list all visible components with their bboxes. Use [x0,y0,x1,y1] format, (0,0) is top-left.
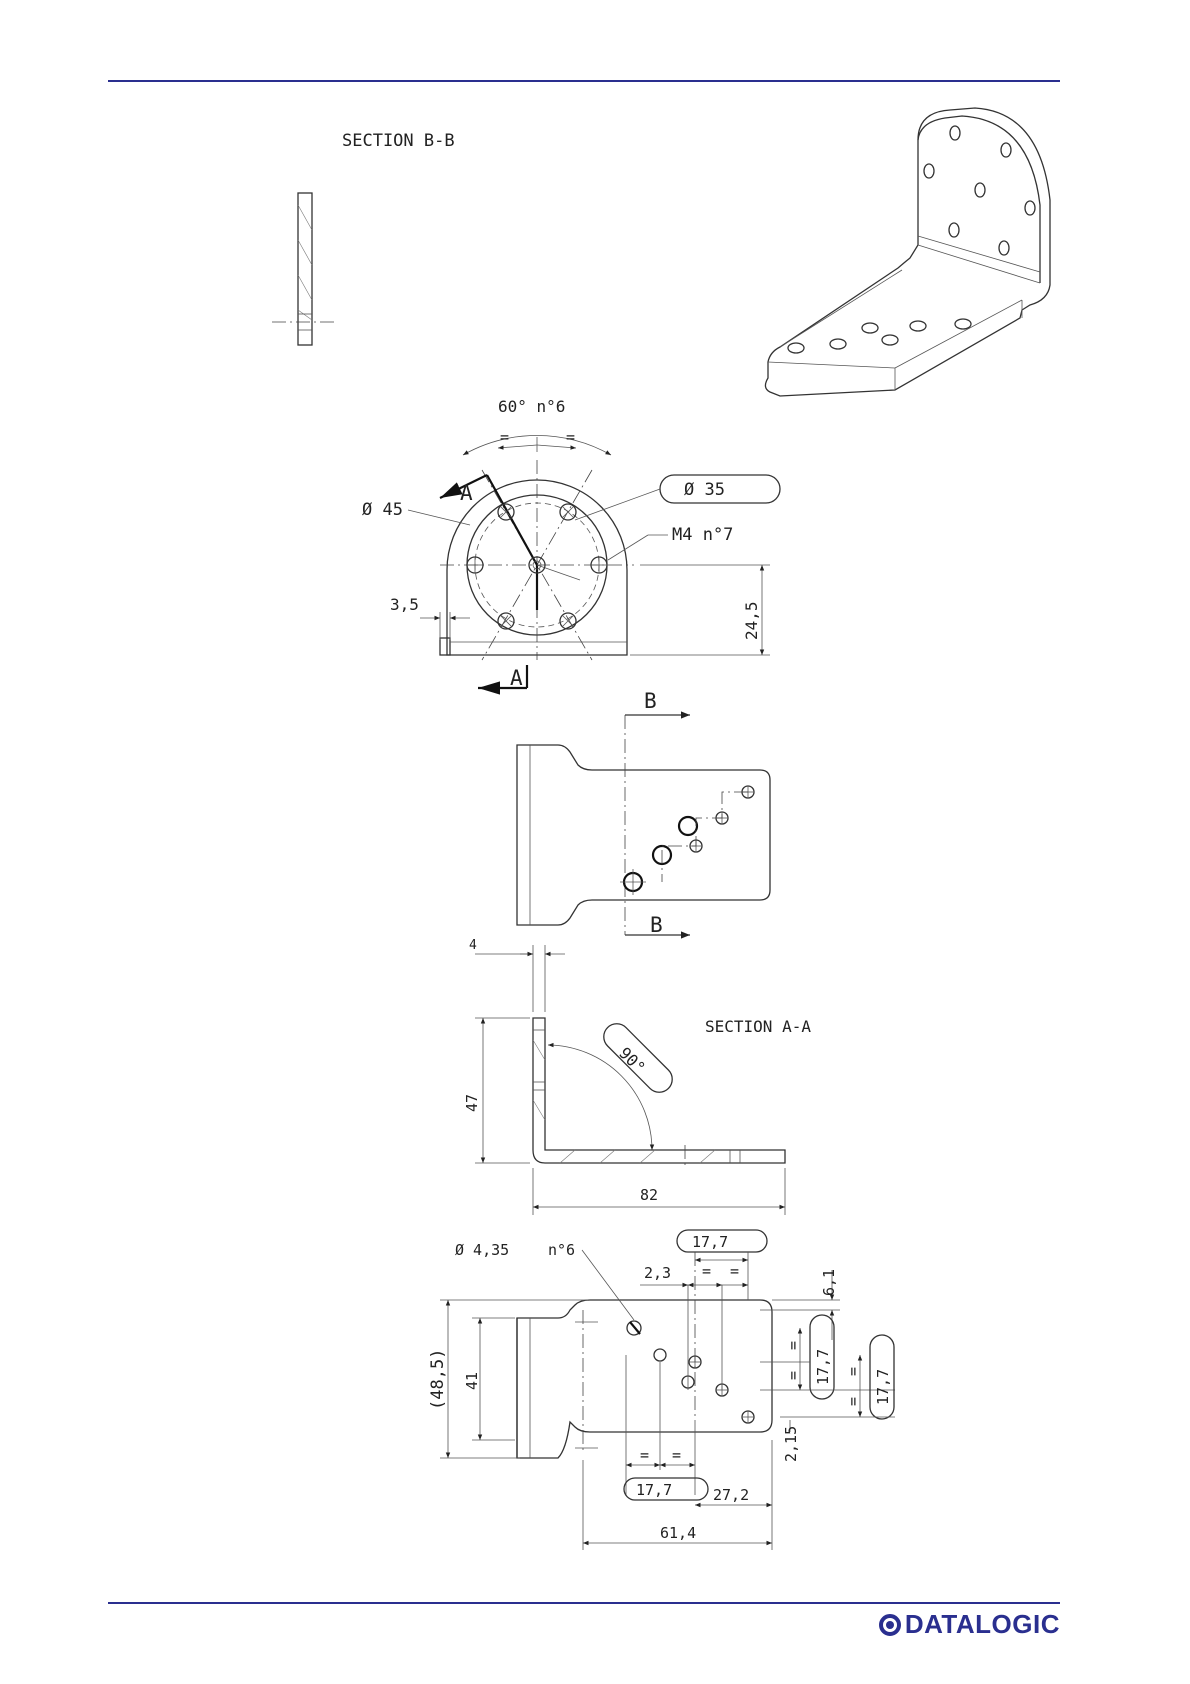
dim-48-5-label: (48,5) [428,1349,448,1410]
cut-b-bottom-label: B [650,913,663,937]
count-6-label: n°6 [548,1241,575,1259]
section-bb-view: SECTION B-B [272,131,455,345]
top-view: B B [517,689,770,937]
dim-17-7-top-label: 17,7 [692,1233,728,1251]
dim-47-label: 47 [463,1094,481,1112]
equal-mark-right-3: = [844,1367,862,1376]
front-view: 60° n°6 = = Ø 35 Ø 45 M4 n°7 A A 3,5 24,… [362,397,780,690]
dim-4-label: 4 [469,938,477,953]
logo-mark-icon [879,1614,901,1636]
section-aa-view: SECTION A-A 90° 4 47 82 [463,938,811,1215]
section-bb-title: SECTION B-B [342,131,455,151]
equal-mark-right-4: = [844,1397,862,1406]
logo-text: DATALOGIC [905,1609,1060,1640]
dia-35-label: Ø 35 [684,480,725,500]
dia-45-label: Ø 45 [362,500,403,520]
equal-mark-right-1: = [784,1341,802,1350]
dim-61-4-label: 61,4 [660,1524,696,1542]
section-aa-title: SECTION A-A [705,1017,811,1036]
dim-41-label: 41 [463,1372,481,1390]
equal-mark-bottom-2: = [672,1446,681,1464]
datalogic-logo: DATALOGIC [879,1609,1060,1640]
dia-4-35-label: Ø 4,35 [455,1241,509,1259]
dim-27-2-label: 27,2 [713,1486,749,1504]
thread-label: M4 n°7 [672,525,733,545]
equal-mark-right: = [566,428,575,446]
dim-24-5-label: 24,5 [742,601,761,640]
dim-17-7-right-1-label: 17,7 [814,1349,832,1385]
angle-spacing-label: 60° n°6 [498,397,565,416]
isometric-bracket-view [765,108,1050,396]
dim-3-5-label: 3,5 [390,595,419,614]
dim-17-7-right-2-label: 17,7 [874,1369,892,1405]
dim-17-7-bottom-label: 17,7 [636,1481,672,1499]
cut-b-top-label: B [644,689,657,713]
dim-2-15-label: 2,15 [782,1426,800,1462]
dim-6-1-label: 6,1 [820,1269,838,1296]
equal-mark-bottom-1: = [640,1446,649,1464]
cut-a-top-label: A [460,481,473,505]
dim-2-3-label: 2,3 [644,1264,671,1282]
bottom-view: Ø 4,35 n°6 17,7 2,3 = = 6,1 17,7 = = 17,… [428,1230,895,1550]
equal-mark-top-1: = [702,1262,711,1280]
equal-mark-right-2: = [784,1371,802,1380]
equal-mark-top-2: = [730,1262,739,1280]
cut-a-bottom-label: A [510,666,523,690]
angle-90-label: 90° [615,1043,649,1077]
equal-mark-left: = [500,428,509,446]
dim-82-label: 82 [640,1186,658,1204]
